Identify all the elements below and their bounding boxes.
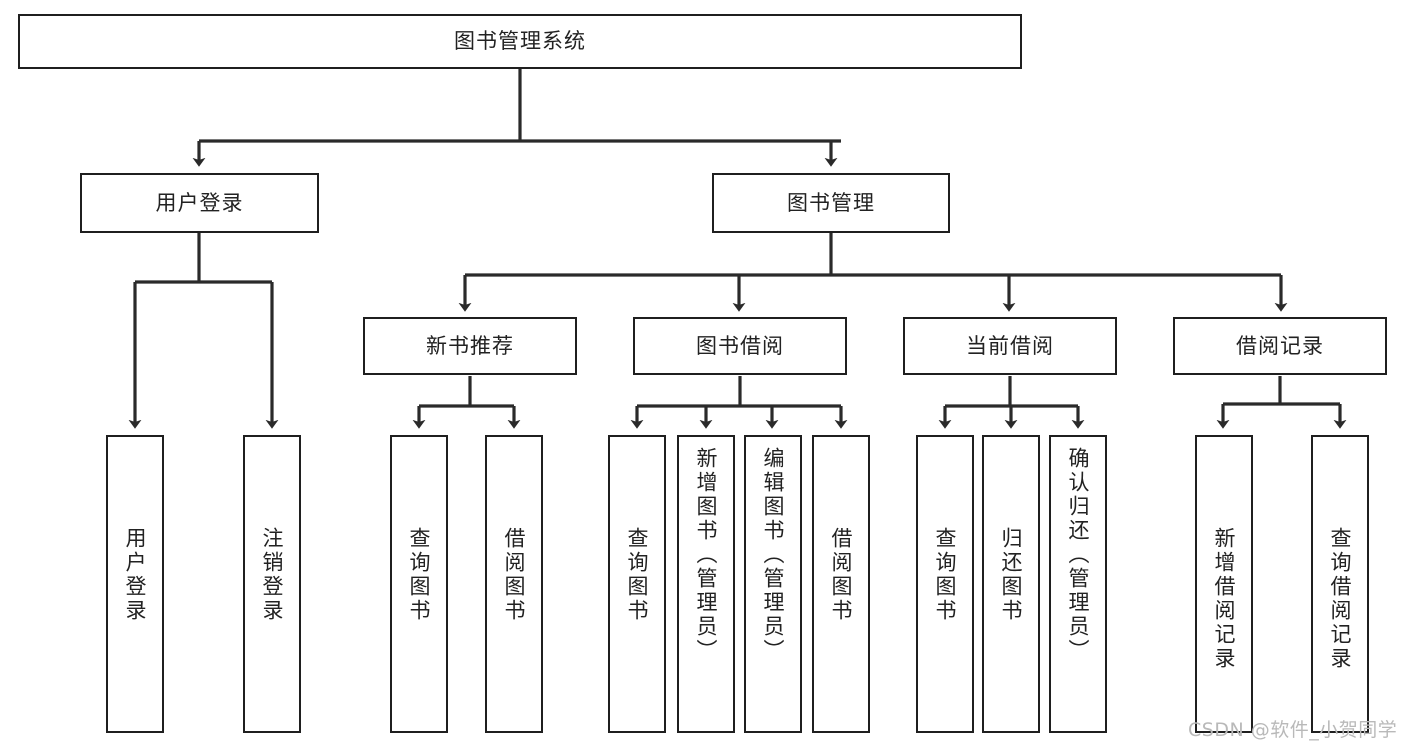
node-current-borrow[interactable]: 当前借阅 xyxy=(903,317,1117,375)
node-user-login-label: 用户登录 xyxy=(155,190,244,215)
leaf-borrow-book[interactable]: 借阅图书 xyxy=(812,435,870,733)
node-root-label: 图书管理系统 xyxy=(454,29,586,54)
leaf-add-borrow-record-label: 新增借阅记录 xyxy=(1212,527,1237,671)
leaf-borrow-book-label: 借阅图书 xyxy=(829,527,854,623)
leaf-return-book[interactable]: 归还图书 xyxy=(982,435,1040,733)
leaf-query-book-borrow-label: 查询图书 xyxy=(625,527,650,623)
leaf-user-login-label: 用户登录 xyxy=(123,527,148,623)
leaf-query-borrow-record-label: 查询借阅记录 xyxy=(1328,527,1353,671)
node-book-management-label: 图书管理 xyxy=(787,190,875,215)
leaf-edit-book-admin[interactable]: 编辑图书（管理员） xyxy=(744,435,802,733)
leaf-add-book-admin-label: 新增图书（管理员） xyxy=(694,447,719,663)
leaf-query-borrow-record[interactable]: 查询借阅记录 xyxy=(1311,435,1369,733)
leaf-edit-book-admin-label: 编辑图书（管理员） xyxy=(761,447,786,663)
leaf-user-login[interactable]: 用户登录 xyxy=(106,435,164,733)
leaf-logout-label: 注销登录 xyxy=(260,527,285,623)
node-book-borrow[interactable]: 图书借阅 xyxy=(633,317,847,375)
leaf-confirm-return-admin-label: 确认归还（管理员） xyxy=(1066,447,1091,663)
node-borrow-records[interactable]: 借阅记录 xyxy=(1173,317,1387,375)
leaf-query-book-borrow[interactable]: 查询图书 xyxy=(608,435,666,733)
leaf-borrow-book-recommend-label: 借阅图书 xyxy=(502,527,527,623)
leaf-query-book-current-label: 查询图书 xyxy=(933,527,958,623)
node-user-login[interactable]: 用户登录 xyxy=(80,173,319,233)
node-current-borrow-label: 当前借阅 xyxy=(966,333,1054,358)
csdn-watermark: CSDN @软件_小贺同学 xyxy=(1188,719,1398,741)
leaf-confirm-return-admin[interactable]: 确认归还（管理员） xyxy=(1049,435,1107,733)
leaf-add-borrow-record[interactable]: 新增借阅记录 xyxy=(1195,435,1253,733)
node-book-management[interactable]: 图书管理 xyxy=(712,173,950,233)
node-new-book-recommend[interactable]: 新书推荐 xyxy=(363,317,577,375)
node-root[interactable]: 图书管理系统 xyxy=(18,14,1022,69)
leaf-borrow-book-recommend[interactable]: 借阅图书 xyxy=(485,435,543,733)
leaf-add-book-admin[interactable]: 新增图书（管理员） xyxy=(677,435,735,733)
leaf-query-book-current[interactable]: 查询图书 xyxy=(916,435,974,733)
leaf-logout[interactable]: 注销登录 xyxy=(243,435,301,733)
leaf-query-book-recommend[interactable]: 查询图书 xyxy=(390,435,448,733)
node-book-borrow-label: 图书借阅 xyxy=(696,333,784,358)
leaf-return-book-label: 归还图书 xyxy=(999,527,1024,623)
node-borrow-records-label: 借阅记录 xyxy=(1236,333,1324,358)
node-new-book-recommend-label: 新书推荐 xyxy=(426,333,514,358)
leaf-query-book-recommend-label: 查询图书 xyxy=(407,527,432,623)
